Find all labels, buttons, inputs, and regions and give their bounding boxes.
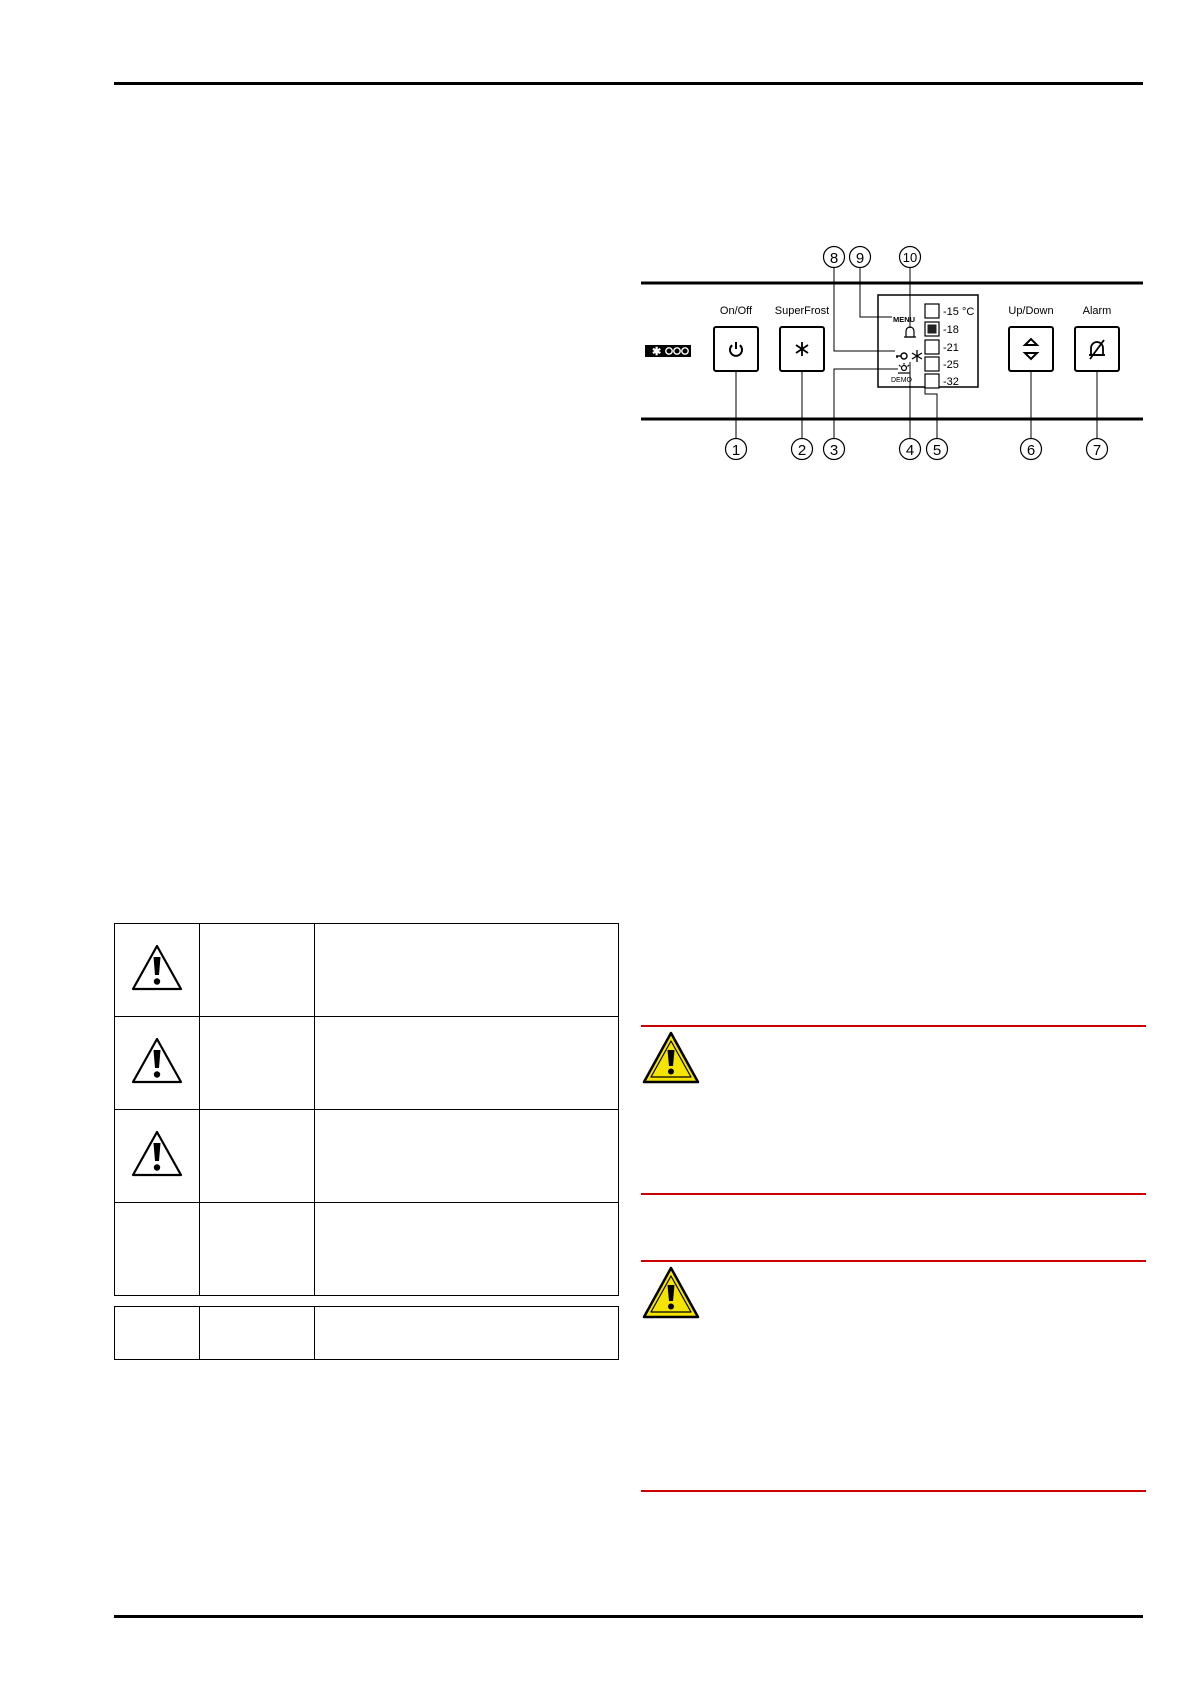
description-cell (314, 923, 619, 1017)
temp-indicator-15 (924, 303, 940, 319)
description-cell (314, 1202, 619, 1296)
alarm-label: Alarm (1083, 305, 1112, 317)
callout-9: 9 (848, 245, 872, 269)
svg-text:10: 10 (903, 250, 917, 265)
note-symbol-table (114, 1306, 619, 1360)
symbol-cell (114, 923, 200, 1017)
signal-word-cell (199, 1016, 315, 1110)
warning-box-2-bottom-rule (641, 1490, 1146, 1492)
hazard-warning-icon (642, 1031, 700, 1084)
temp-indicator-32 (924, 373, 940, 389)
callout-3: 3 (822, 437, 846, 461)
temp-label-25: -25 (943, 359, 959, 371)
callout-8: 8 (822, 245, 846, 269)
description-cell (314, 1109, 619, 1203)
callout-5: 5 (925, 437, 949, 461)
on-off-label: On/Off (720, 305, 753, 317)
table-row (114, 1202, 619, 1296)
svg-text:5: 5 (933, 442, 941, 459)
up-down-button[interactable] (1008, 326, 1054, 372)
signal-word-cell (199, 1109, 315, 1203)
warning-triangle-icon (131, 1037, 183, 1083)
key-icon (896, 352, 908, 360)
svg-text:7: 7 (1093, 442, 1101, 459)
alarm-button[interactable] (1074, 326, 1120, 372)
description-cell (314, 1306, 619, 1360)
svg-text:2: 2 (798, 442, 806, 459)
bell-icon (904, 326, 916, 338)
svg-text:8: 8 (830, 250, 838, 267)
svg-text:✱: ✱ (652, 346, 661, 358)
signal-word-cell (199, 923, 315, 1017)
callout-7: 7 (1085, 437, 1109, 461)
symbol-cell (114, 1016, 200, 1110)
warning-triangle-icon (131, 1130, 183, 1176)
control-panel-diagram: ✱ On/Off SuperFrost Up/Down Alarm (641, 245, 1143, 461)
callout-2: 2 (790, 437, 814, 461)
callout-10: 10 (898, 245, 922, 269)
up-down-label: Up/Down (1008, 305, 1053, 317)
temp-label-32: -32 (943, 376, 959, 388)
temp-indicator-18-active (927, 324, 937, 334)
power-icon (729, 342, 743, 357)
demo-label: DEMO (891, 377, 913, 384)
callout-4: 4 (898, 437, 922, 461)
sun-icon (898, 363, 910, 374)
symbol-cell (114, 1109, 200, 1203)
superfrost-button[interactable] (779, 326, 825, 372)
temp-label-21: -21 (943, 342, 959, 354)
symbol-cell (114, 1202, 200, 1296)
alarm-mute-icon (1089, 339, 1105, 360)
arrows-up-down-icon (1022, 337, 1040, 361)
warning-box-1-top-rule (641, 1025, 1146, 1027)
callout-lines (735, 258, 1098, 438)
bottom-rule (114, 1615, 1143, 1618)
table-row (114, 1306, 619, 1360)
warning-triangle-icon (131, 944, 183, 990)
svg-text:6: 6 (1027, 442, 1035, 459)
signal-word-cell (199, 1202, 315, 1296)
warning-box-2-top-rule (641, 1260, 1146, 1262)
hazard-warning-icon (642, 1266, 700, 1319)
svg-text:1: 1 (732, 442, 740, 459)
on-off-button[interactable] (713, 326, 759, 372)
svg-text:9: 9 (856, 250, 864, 267)
snowflake-icon (795, 342, 809, 356)
symbol-cell (114, 1306, 200, 1360)
table-row (114, 1016, 619, 1110)
table-row (114, 1109, 619, 1203)
table-row (114, 923, 619, 1017)
menu-label: MENU (893, 315, 915, 324)
svg-text:4: 4 (906, 442, 914, 459)
callout-6: 6 (1019, 437, 1043, 461)
temp-indicator-25 (924, 356, 940, 372)
superfrost-label: SuperFrost (775, 305, 829, 317)
description-cell (314, 1016, 619, 1110)
warning-box-1-bottom-rule (641, 1193, 1146, 1195)
appliance-badge-icon: ✱ (645, 345, 691, 358)
temp-label-18: -18 (943, 324, 959, 336)
svg-text:3: 3 (830, 442, 838, 459)
top-rule (114, 82, 1143, 85)
temp-label-15: -15 °C (943, 306, 974, 318)
temp-indicator-21 (924, 339, 940, 355)
snowflake-indicator-icon (911, 350, 923, 362)
safety-symbol-table (114, 923, 619, 1296)
signal-word-cell (199, 1306, 315, 1360)
callout-1: 1 (724, 437, 748, 461)
